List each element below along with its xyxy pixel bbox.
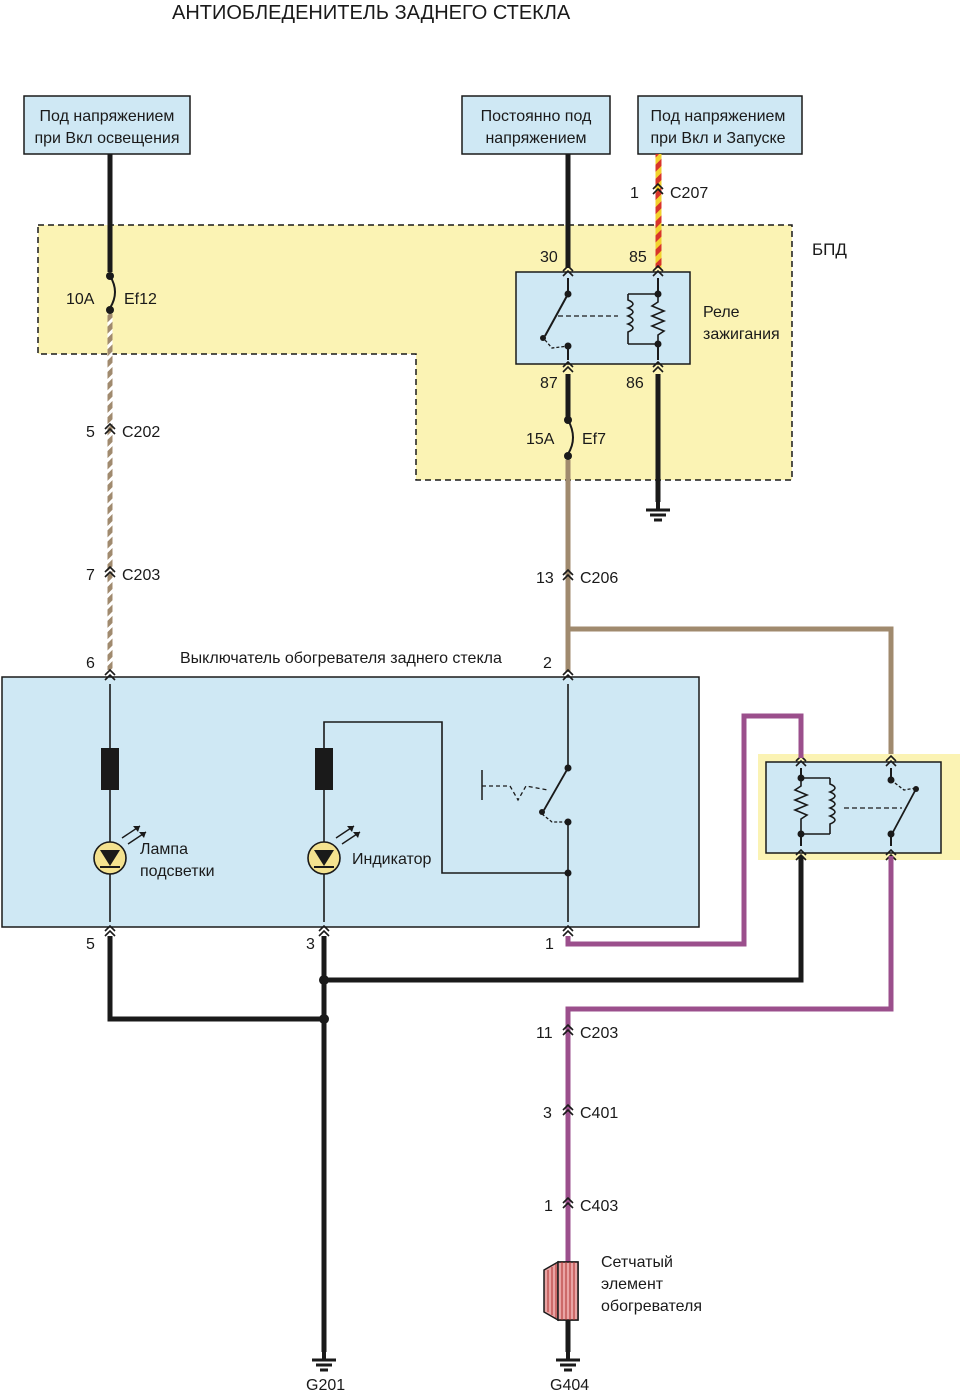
relay-label-line2: зажигания [703, 326, 780, 343]
splice-lower [319, 1014, 329, 1024]
wire-relay-coil-ground [324, 856, 804, 983]
heater-label-line1: Сетчатый [601, 1254, 673, 1271]
diagram-title: АНТИОБЛЕДЕНИТЕЛЬ ЗАДНЕГО СТЕКЛА [172, 2, 571, 24]
source-constant-line1: Постоянно под [481, 108, 592, 125]
source-constant-box: Постоянно под напряжением [461, 95, 611, 155]
fuse-ef12-rating: 10A [66, 291, 95, 308]
ground-g201-label: G201 [306, 1377, 345, 1393]
heater-label-line3: обогревателя [601, 1298, 702, 1315]
switch-pin-6: 6 [86, 655, 95, 672]
connector-c203-name: C203 [122, 567, 160, 584]
wire-tan-white-striped [107, 314, 113, 670]
ground-g404-label: G404 [550, 1377, 589, 1393]
fuse-ef12-name: Ef12 [124, 291, 157, 308]
ignition-relay [515, 265, 691, 373]
connector-c207-pin: 1 [630, 185, 639, 202]
connector-c203b-pin: 11 [536, 1025, 553, 1042]
relay-pin-86: 86 [626, 375, 644, 392]
heater-relay [765, 755, 942, 861]
fuse-ef12-terminal-bottom [106, 306, 114, 314]
lamp-label-line2: подсветки [140, 863, 215, 880]
heater-grid-element [543, 1260, 579, 1322]
ground-g404-icon [554, 1350, 582, 1372]
wire-purple-control [565, 713, 804, 947]
source-ignition-line1: Под напряжением [651, 108, 786, 125]
lamp-label-line1: Лампа [140, 841, 188, 858]
splice-upper [319, 975, 329, 985]
source-ignition-box: Под напряжением при Вкл и Запуске [637, 95, 803, 155]
connector-c403-name: C403 [580, 1198, 618, 1215]
switch-module-title: Выключатель обогревателя заднего стекла [180, 650, 502, 667]
connector-c202-name: C202 [122, 424, 160, 441]
ground-relay-icon [644, 500, 672, 522]
connector-c206-name: C206 [580, 570, 618, 587]
relay-label-line1: Реле [703, 304, 740, 321]
connector-c203b-name: C203 [580, 1025, 618, 1042]
wire-purple-load [565, 856, 894, 1262]
fusebox-label: БПД [812, 240, 847, 259]
relay-pin-87: 87 [540, 375, 558, 392]
fuse-ef7-rating: 15A [526, 431, 555, 448]
wire-tan-branch [568, 626, 894, 758]
source-constant-line2: напряжением [485, 130, 586, 147]
connector-c203-pin: 7 [86, 567, 95, 584]
wire-lamp-ground [107, 936, 324, 1022]
connector-c202-pin: 5 [86, 424, 95, 441]
heater-label-line2: элемент [601, 1276, 664, 1293]
switch-pin-1: 1 [545, 936, 554, 953]
fuse-ef12-terminal-top [106, 272, 114, 280]
fuse-ef7-icon [567, 419, 574, 455]
source-lighting-box: Под напряжением при Вкл освещения [23, 95, 191, 155]
switch-module [1, 669, 700, 937]
ground-g201-icon [310, 1350, 338, 1372]
source-lighting-line2: при Вкл освещения [34, 130, 179, 147]
switch-pin-2: 2 [543, 655, 552, 672]
switch-pin-5: 5 [86, 936, 95, 953]
relay-pin-85: 85 [629, 249, 647, 266]
connector-c207-name: C207 [670, 185, 708, 202]
fuse-ef7-name: Ef7 [582, 431, 606, 448]
connector-c401-name: C401 [580, 1105, 618, 1122]
indicator-label: Индикатор [352, 851, 432, 868]
wire-red-yellow [655, 154, 662, 268]
connector-c403-pin: 1 [544, 1198, 553, 1215]
connector-c401-pin: 3 [543, 1105, 552, 1122]
source-ignition-line2: при Вкл и Запуске [650, 130, 785, 147]
relay-pin-30: 30 [540, 249, 558, 266]
connector-c206-pin: 13 [536, 570, 554, 587]
switch-pin-3: 3 [306, 936, 315, 953]
source-lighting-line1: Под напряжением [40, 108, 175, 125]
fuse-ef7-terminal-bottom [564, 452, 572, 460]
